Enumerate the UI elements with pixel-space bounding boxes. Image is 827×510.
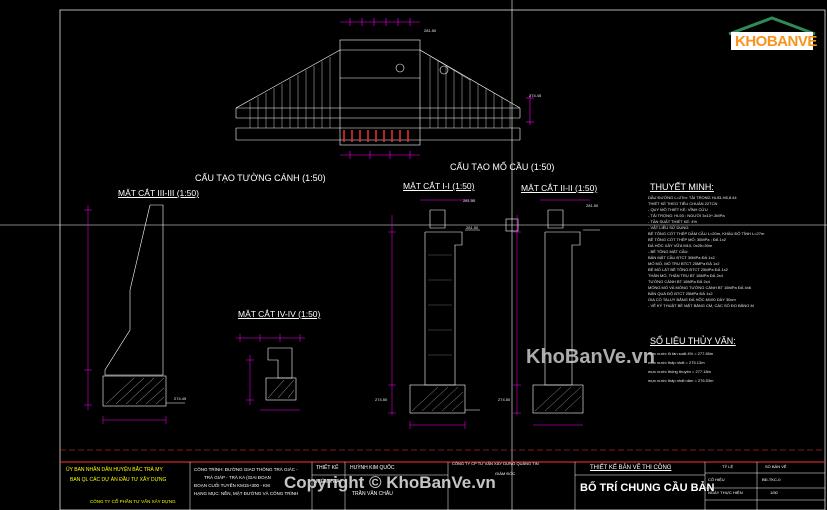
note-line: - QUY MÔ THIẾT KẾ: VĨNH CỬU [648,207,708,212]
note-line: - VẬT LIỆU SỬ DỤNG: [648,225,690,230]
role-checker: KIỂM TRA [316,479,340,485]
sheet-label: SỐ BẢN VẼ [765,464,787,469]
phase-label: THIẾT KẾ BẢN VẼ THI CÔNG [590,465,672,471]
title-cau-tao-mo-cau: CẤU TẠO MỐ CẦU (1:50) [450,162,555,172]
note-line: BẢN QUÁ ĐỘ BTCT 25MPa ĐÁ 1x2 [648,291,713,296]
khobanve-logo[interactable]: KHOBANVE [727,14,817,54]
note-line: DẦU ĐƯỜNG L=27m: TẢI TRỌNG HL93-H8,8.44 [648,195,737,200]
code-label: CÔ HIỆU [708,477,725,482]
section-iii-iii [84,204,185,424]
title-mat-cat-3: MẶT CẮT III-III (1:50) [118,188,199,198]
note-line: THIẾT KẾ THEO TIÊU CHUẨN 22TCN [648,201,718,206]
owner-line-3: CÔNG TY CỔ PHẦN TƯ VẤN XÂY DỰNG [90,499,176,504]
note-line: - TẢI TRỌNG: HL93 ; NGƯỜI 3x10^-3MPa [648,213,725,218]
hydro-line: mực nước lũ tần suất 4% = 277.65m [648,351,714,356]
owner-line-2: BAN QL CÁC DỰ ÁN ĐẦU TƯ XÂY DỰNG [70,477,167,483]
elevation-label: 281.50 [463,198,476,203]
note-line: BÊ TÔNG CỐT THÉP MỐ: 30MPa ; ĐÁ 1x2 [648,237,726,242]
note-line: MỐ MỐ, MỐ TRỤ BTCT 25MPa ĐÁ 1x2 [648,261,720,266]
note-line: - TẦN SUẤT THIẾT KẾ: 4% [648,219,698,224]
elevation-label: 274.45 [174,396,187,401]
section-iv-iv [236,334,305,411]
elevation-label: 281.50 [466,225,479,230]
drawing-frame [59,9,826,510]
project-line-3: ĐOẠN CUỐI TUYẾN KM15+300 - KM [194,483,270,488]
project-line-2: TRÀ GIÁP - TRÀ KA (GIAI ĐOẠN [204,475,271,480]
plan-view-top [235,18,534,159]
title-mat-cat-2: MẶT CẮT II-II (1:50) [521,183,598,193]
elevation-label: 274.45 [529,93,542,98]
note-line: - BÊ TÔNG MẶT CẦU: [648,249,689,254]
note-line: BẢN MẶT CẦU BTCT 30MPa ĐÁ 1x2 [648,255,715,260]
owner-line-1: ỦY BAN NHÂN DÂN HUYỆN BẮC TRÀ MY [66,467,163,473]
note-line: TƯỜNG CÁNH BT 16MPa ĐÁ 2x4 [648,279,710,284]
sheet-value: BĐ-TKC-0 [762,477,781,482]
thuy-van-data: mực nước lũ tần suất 4% = 277.65m mực nư… [648,352,818,388]
note-line: THÂN MỐ, THÂN TRỤ BT 16MPa ĐÁ 2x4 [648,273,723,278]
note-line: MÓNG MỐ VÀ MÓNG TƯỜNG CÁNH BT 16MPa ĐÁ 4… [648,285,751,290]
elevation-label: 274.50 [375,397,388,402]
name-checker: TRẦN VĂN CHÂU [352,491,393,497]
title-mat-cat-4: MẶT CẮT IV-IV (1:50) [238,309,321,319]
title-block-grid [189,462,825,510]
elevation-label: 274.50 [498,397,511,402]
hydro-line: mực nước thông thuyền = 277.18m [648,369,712,374]
drawing-title: BỐ TRÍ CHUNG CẦU BẢN [580,482,715,494]
note-line: GIA CỐ TALUY BẰNG ĐÁ HỘC M100 DÀY 30cm [648,297,736,302]
scale-value: 1/50 [770,490,778,495]
watermark-site: KhoBanVe.vn [526,346,655,368]
thuyet-minh-notes: DẦU ĐƯỜNG L=27m: TẢI TRỌNG HL93-H8,8.44 … [648,196,823,310]
title-thuyet-minh: THUYẾT MINH: [650,182,714,192]
scale-label: TỶ LỆ [722,464,734,469]
house-roof-icon [728,16,816,50]
title-so-lieu-thuy-van: SỐ LIỆU THỦY VĂN: [650,336,736,346]
title-mat-cat-1: MẶT CẮT I-I (1:50) [403,181,475,191]
elevation-label: 281.50 [424,28,437,33]
watermark-copyright: Copyright © KhoBanVe.vn [284,473,496,492]
logo-text: KHOBANVE [735,33,817,50]
project-line-4: HẠNG MỤC: NỀN, MẶT ĐƯỜNG VÀ CÔNG TRÌNH [194,491,299,496]
section-i-i [388,199,480,429]
elevation-label: 281.50 [586,203,599,208]
hydro-line: mực nước thấp nhất = 275.13m [648,360,705,365]
note-line: ĐÁ HỘC XÂY VỮA M10, 0x25=30m [648,243,713,248]
project-line-1: CÔNG TRÌNH: ĐƯỜNG GIAO THÔNG TRÀ GIÁC - [194,467,298,472]
name-designer: HUỲNH KIM QUỐC [350,465,395,471]
company-name: CÔNG TY CP TƯ VẤN XÂY DỰNG QUẢNG TIN [452,461,539,466]
hydro-line: mực nước thấp nhất năm = 276.53m [648,378,714,383]
director-label: GIÁM ĐỐC [495,471,516,476]
note-line: BÊ TÔNG CỐT THÉP DẦM CẦU L=20m, KHẨU ĐỘ … [648,231,765,236]
note-line: - VẼ KÝ THUẬT BỀ MẶT BẰNG CM, CÁC SỐ ĐO … [648,303,754,308]
date-label: NGÀY THỰC HIỆN [708,490,743,495]
section-ii-ii [513,199,600,426]
note-line: BỆ MỐ LÁT BÊ TÔNG BTCT 25MPa ĐÁ 1x2 [648,267,728,272]
role-designer: THIẾT KẾ [316,465,339,471]
title-cau-tao-tuong-canh: CẤU TẠO TƯỜNG CÁNH (1:50) [195,173,326,183]
